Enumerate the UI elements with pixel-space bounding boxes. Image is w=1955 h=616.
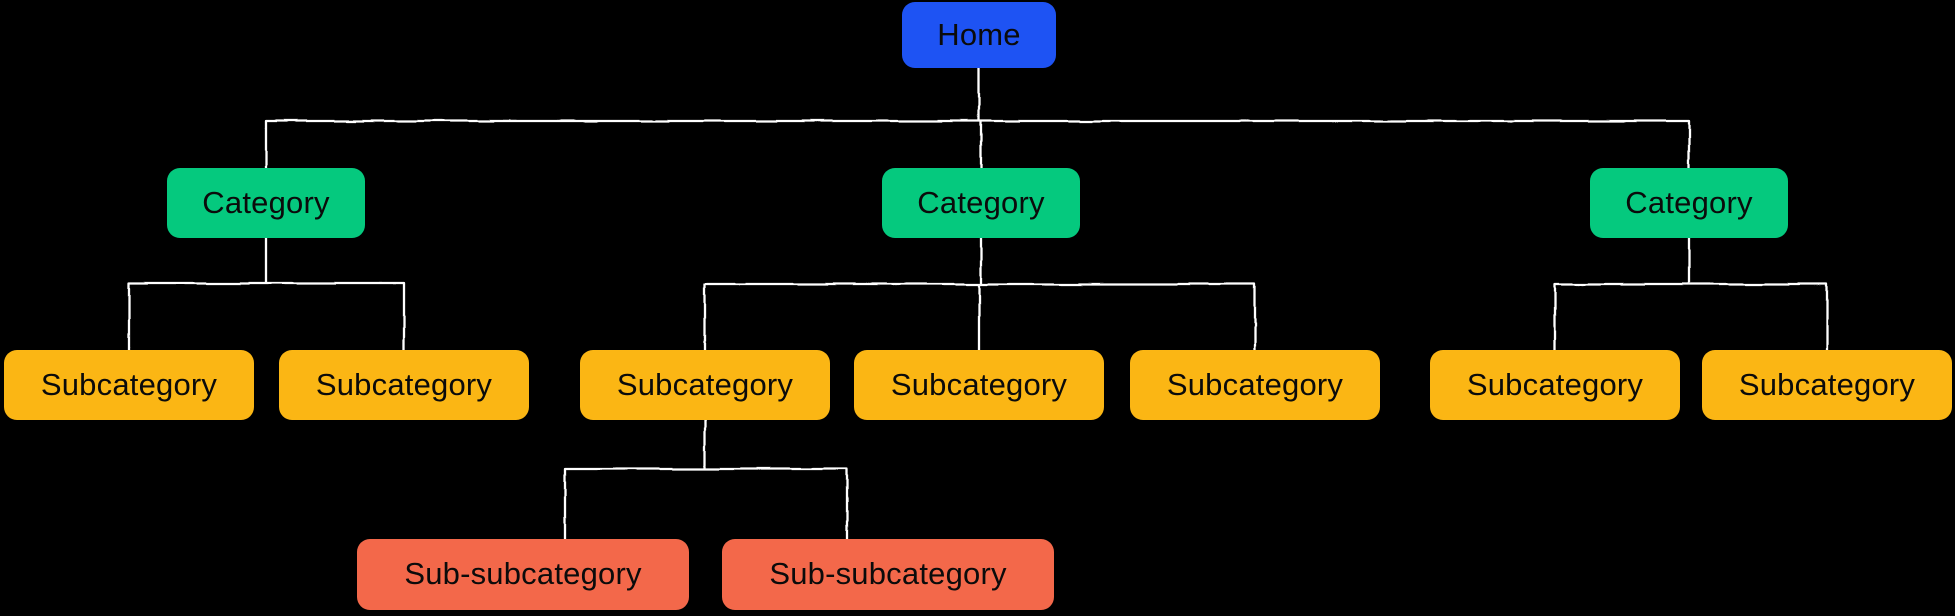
connector-category-3-children (1553, 233, 1829, 356)
node-label: Sub-subcategory (769, 556, 1007, 591)
node-category-3[interactable]: Category (1590, 168, 1788, 238)
node-label: Category (917, 184, 1045, 220)
node-subcategory-1a[interactable]: Subcategory (4, 350, 254, 420)
node-label: Subcategory (616, 366, 794, 402)
connector-home-children (264, 63, 1691, 174)
node-label: Subcategory (40, 366, 218, 402)
node-sub-subcategory-1[interactable]: Sub-subcategory (357, 539, 689, 610)
node-label: Subcategory (1738, 366, 1916, 402)
node-label: Sub-subcategory (404, 556, 642, 591)
node-sub-subcategory-2[interactable]: Sub-subcategory (722, 539, 1054, 610)
node-category-1[interactable]: Category (167, 168, 365, 238)
connector-category-2-children (703, 233, 1257, 356)
node-label: Category (202, 184, 330, 220)
node-subcategory-1b[interactable]: Subcategory (279, 350, 529, 420)
node-subcategory-2b[interactable]: Subcategory (854, 350, 1104, 420)
node-subcategory-3a[interactable]: Subcategory (1430, 350, 1680, 420)
node-home[interactable]: Home (902, 2, 1056, 68)
node-category-2[interactable]: Category (882, 168, 1080, 238)
node-subcategory-2c[interactable]: Subcategory (1130, 350, 1380, 420)
node-label: Home (937, 16, 1021, 52)
node-label: Subcategory (1466, 366, 1644, 402)
node-label: Subcategory (890, 366, 1068, 402)
node-subcategory-2a[interactable]: Subcategory (580, 350, 830, 420)
node-label: Subcategory (1166, 366, 1344, 402)
node-label: Subcategory (315, 366, 493, 402)
node-subcategory-3b[interactable]: Subcategory (1702, 350, 1952, 420)
connector-subcategory-2a-children (563, 415, 849, 545)
connector-category-1-children (127, 233, 406, 356)
node-label: Category (1625, 184, 1753, 220)
